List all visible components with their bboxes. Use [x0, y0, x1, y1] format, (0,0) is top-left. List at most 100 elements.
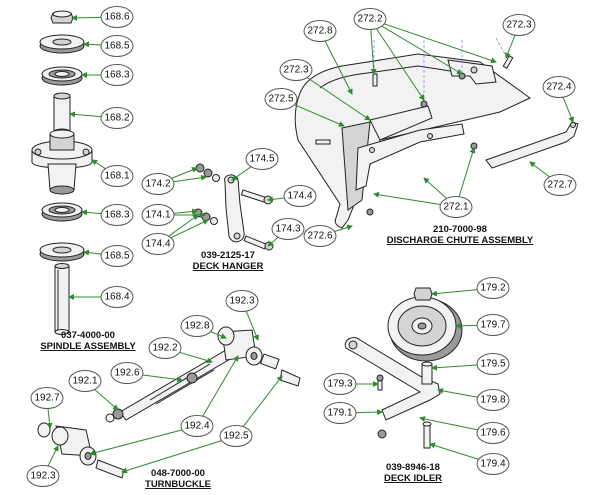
assembly-title-idler: DECK IDLER	[384, 473, 442, 484]
leader-line-h3-0	[267, 196, 285, 203]
callout-bubble-i1	[476, 277, 510, 299]
idler-arm-part	[344, 337, 441, 421]
callout-bubble-i5	[476, 389, 510, 411]
callout-label-h1: 174.5	[249, 154, 274, 165]
leader-line-c2-1	[375, 28, 425, 101]
callout-h3: 174.4	[283, 185, 317, 207]
callout-bubble-c1	[303, 20, 337, 42]
callout-label-s3: 168.3	[104, 70, 129, 81]
callout-bubble-h5	[271, 218, 305, 240]
callout-label-i4: 179.3	[327, 379, 352, 390]
deck-idler-drawing	[344, 287, 463, 449]
callout-label-t1: 192.3	[229, 296, 254, 307]
leader-line-c1-0	[324, 40, 353, 95]
assembly-title-chute: DISCHARGE CHUTE ASSEMBLY	[387, 235, 534, 246]
leader-line-s1-0	[71, 14, 102, 21]
callout-i2: 179.7	[476, 314, 510, 336]
callout-bubble-s2	[100, 35, 134, 57]
callout-bubble-c9	[439, 196, 473, 218]
spindle-lower-bearing-part	[41, 202, 83, 222]
callout-label-i3: 179.5	[480, 359, 505, 370]
turnbuckle-rod-part	[119, 349, 233, 421]
leader-line-h2-0	[171, 167, 198, 179]
leader-line-t2-0	[210, 331, 227, 339]
leader-line-c8-0	[334, 224, 353, 232]
spindle-shaft-part	[54, 263, 70, 335]
leader-line-i1-0	[431, 289, 478, 297]
leader-line-c2-2	[381, 25, 463, 75]
turnbuckle-lower-bushing-part	[37, 422, 125, 479]
callout-label-h6: 174.4	[145, 239, 170, 250]
callout-label-s1: 168.6	[104, 12, 129, 23]
callout-s3: 168.3	[100, 64, 134, 86]
callout-label-t7: 192.4	[184, 421, 209, 432]
callout-label-c1: 272.8	[307, 26, 332, 37]
callout-label-i7: 179.6	[480, 428, 505, 439]
callout-s7: 168.5	[100, 245, 134, 267]
callout-label-t5: 192.1	[72, 376, 97, 387]
callout-t1: 192.3	[225, 290, 259, 312]
callout-label-h2: 174.2	[145, 179, 170, 190]
callout-bubble-t9	[26, 465, 60, 487]
callout-bubble-h4	[141, 204, 175, 226]
idler-top-nut-part	[413, 287, 433, 301]
callout-label-c2: 272.2	[357, 14, 382, 25]
callout-label-s7: 168.5	[104, 251, 129, 262]
leader-line-h1-0	[231, 166, 252, 181]
leader-line-t3-0	[179, 351, 213, 364]
discharge-chute-drawing	[294, 37, 579, 229]
callout-label-s6: 168.3	[104, 210, 129, 221]
callout-t9: 192.3	[26, 465, 60, 487]
leader-line-i3-0	[431, 364, 478, 371]
leader-lines	[46, 14, 574, 474]
callout-i6: 179.1	[323, 402, 357, 424]
assembly-number-idler: 039-8946-18	[386, 462, 440, 473]
callout-bubble-t6	[30, 387, 64, 409]
leader-line-c4-0	[306, 77, 371, 121]
callout-c8: 272.6	[303, 225, 337, 247]
callout-bubble-s4	[100, 107, 134, 129]
leader-line-t7-0	[202, 355, 239, 417]
callout-label-c9: 272.1	[443, 202, 468, 213]
leader-line-i5-0	[437, 387, 478, 398]
leader-line-h6-0	[168, 214, 199, 237]
assembly-number-turnbuckle: 048-7000-00	[151, 468, 205, 479]
callout-bubble-t4	[110, 362, 144, 384]
leader-line-t4-0	[142, 374, 183, 383]
callout-bubble-c2	[353, 8, 387, 30]
chute-body-part	[294, 53, 531, 229]
chute-top-bracket-part	[447, 59, 497, 85]
callout-bubble-i8	[476, 453, 510, 475]
callout-bubble-i7	[476, 422, 510, 444]
callout-label-t4: 192.6	[114, 368, 139, 379]
leader-line-s6-0	[81, 209, 102, 216]
leader-line-i2-0	[455, 322, 478, 329]
callout-bubble-h3	[283, 185, 317, 207]
callout-c5: 272.5	[264, 88, 298, 110]
callout-bubble-i4	[323, 373, 357, 395]
spindle-nut-part	[50, 10, 74, 24]
spindle-upper-spacer-part	[39, 34, 85, 54]
assembly-title-turnbuckle: TURNBUCKLE	[145, 479, 211, 490]
callout-bubble-s3	[100, 64, 134, 86]
callout-label-i8: 179.4	[480, 459, 505, 470]
leader-line-i8-0	[429, 442, 479, 460]
callout-bubble-c6	[542, 76, 576, 98]
callout-bubble-s7	[100, 245, 134, 267]
callout-bubble-t7	[180, 415, 214, 437]
callout-label-h5: 174.3	[275, 224, 300, 235]
callout-s4: 168.2	[100, 107, 134, 129]
callout-bubble-t5	[68, 370, 102, 392]
leader-line-c7-0	[529, 161, 550, 178]
chute-assembly-dashed-lines	[373, 37, 507, 100]
callout-bubble-h2	[141, 173, 175, 195]
turnbuckle-upper-bushing-part	[217, 326, 301, 387]
callout-h4: 174.1	[141, 204, 175, 226]
assembly-number-chute: 210-7000-98	[433, 224, 487, 235]
callout-s5: 168.1	[100, 165, 134, 187]
leader-line-i6-0	[355, 409, 383, 416]
leader-line-s5-0	[91, 159, 106, 170]
